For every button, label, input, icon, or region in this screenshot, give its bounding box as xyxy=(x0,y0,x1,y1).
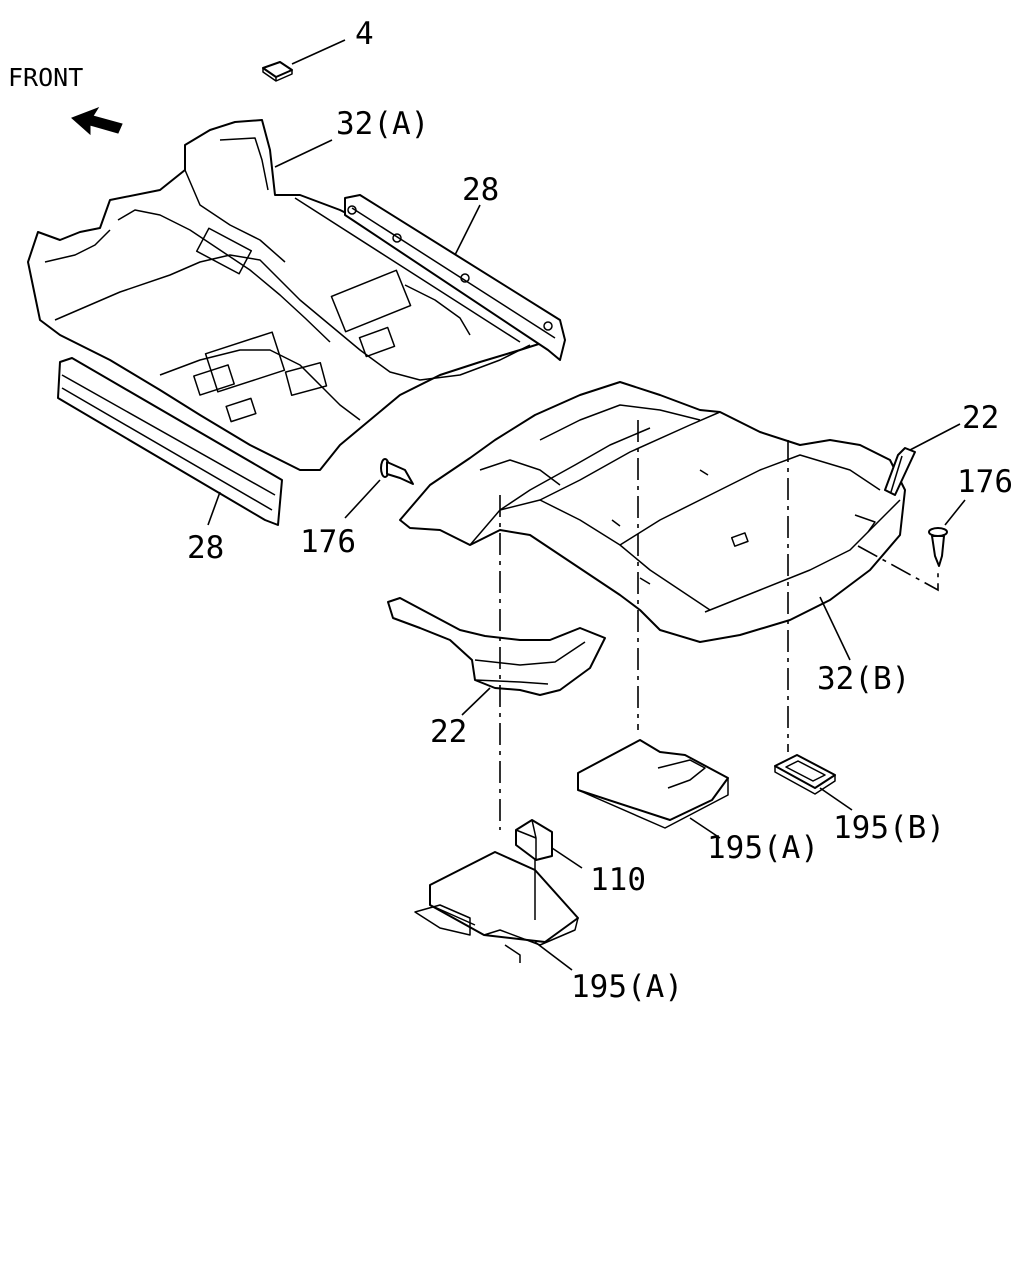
callout-28-bottom: 28 xyxy=(187,530,224,566)
rear-floor-carpet-32b xyxy=(399,381,906,643)
callout-28-top: 28 xyxy=(462,172,499,208)
callout-195a-bottom: 195(A) xyxy=(571,969,683,1005)
leader-176-left xyxy=(344,479,381,519)
front-floor-carpet-32a xyxy=(27,119,546,471)
callout-4: 4 xyxy=(355,16,374,52)
callout-176-right: 176 xyxy=(957,464,1013,500)
screw-part-176-right xyxy=(928,527,948,567)
callout-22-right: 22 xyxy=(962,400,999,436)
leader-32b xyxy=(819,596,851,661)
bracket-part-110 xyxy=(515,819,553,861)
callout-110: 110 xyxy=(590,862,646,898)
spacer-part-195b xyxy=(774,754,836,795)
leader-22-right xyxy=(909,423,961,451)
sill-strip-28-lower xyxy=(57,357,283,526)
callout-195a-middle: 195(A) xyxy=(707,830,819,866)
leader-28-upper xyxy=(454,204,481,256)
leader-195b xyxy=(819,787,853,811)
support-part-22-lower xyxy=(387,597,606,696)
leader-32a xyxy=(274,139,333,168)
front-label: FRONT xyxy=(8,63,83,92)
callout-176-left: 176 xyxy=(300,524,356,560)
leader-195a-lower xyxy=(534,941,573,971)
callout-195b: 195(B) xyxy=(833,810,945,846)
sill-strip-28-upper xyxy=(294,194,566,361)
install-line-176-right xyxy=(857,545,939,592)
leader-4 xyxy=(291,39,346,65)
clip-part-22-right xyxy=(884,447,916,496)
screw-part-176-left xyxy=(380,458,414,485)
spacer-part-195a-lower xyxy=(414,851,579,963)
callout-32b: 32(B) xyxy=(817,661,910,697)
leader-22-lower xyxy=(461,687,491,716)
leader-176-right xyxy=(944,499,966,526)
clip-part-4 xyxy=(262,61,293,82)
leader-195a-middle xyxy=(689,817,721,839)
callout-22-lower: 22 xyxy=(430,714,467,750)
spacer-part-195a-middle xyxy=(577,739,729,829)
callout-32a: 32(A) xyxy=(336,106,429,142)
leader-110 xyxy=(551,847,583,869)
front-arrow-icon xyxy=(71,106,123,136)
leader-28-lower xyxy=(207,491,221,526)
